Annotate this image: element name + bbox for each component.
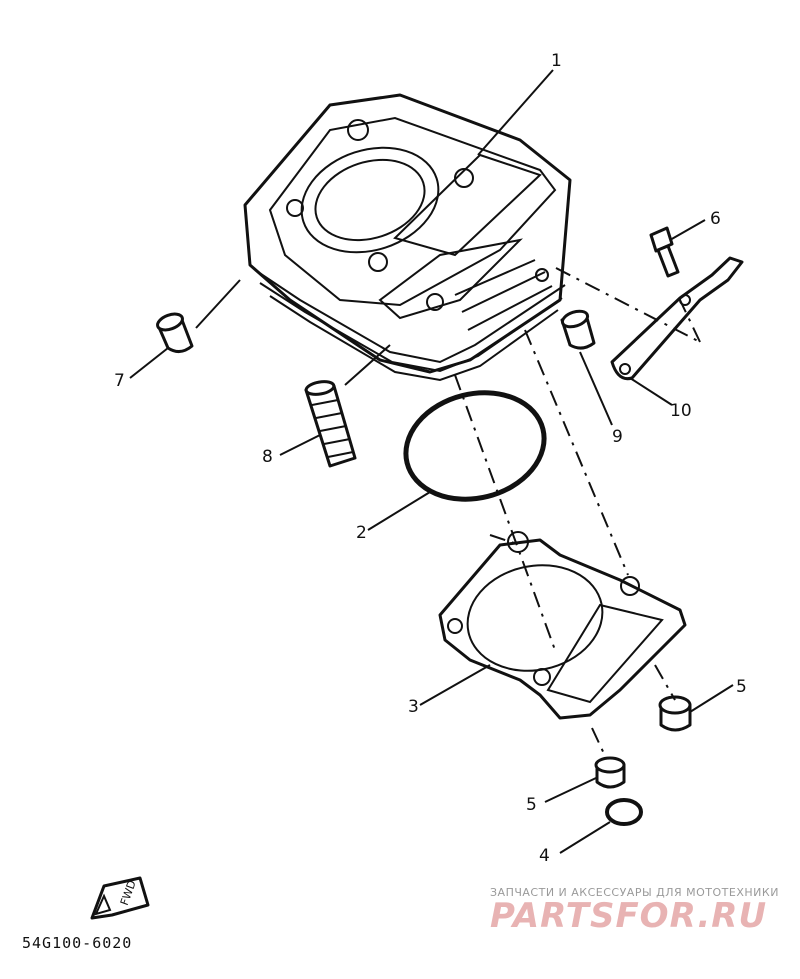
dowel-pin-part-5-lower <box>594 756 626 789</box>
cylinder-gasket-part-3 <box>438 531 687 720</box>
callout-1: 1 <box>551 51 562 71</box>
dowel-pin-part-5-upper <box>658 695 692 732</box>
watermark-logo: PARTSFOR.RU <box>490 896 768 936</box>
stud-part-8 <box>304 380 357 468</box>
callout-10: 10 <box>670 401 692 421</box>
callout-labels: 1 2 3 4 5 5 6 7 8 9 10 <box>114 51 747 866</box>
cylinder-part-1 <box>243 93 572 382</box>
callout-3: 3 <box>408 697 419 717</box>
dowel-part-9 <box>560 309 596 350</box>
bracket-part-10 <box>610 256 744 381</box>
o-ring-part-2 <box>403 390 547 502</box>
callout-9: 9 <box>612 427 623 447</box>
callout-4: 4 <box>539 846 550 866</box>
part-code: 54G100-6020 <box>22 934 133 952</box>
bolt-part-6 <box>649 226 680 278</box>
watermark-tagline: ЗАПЧАСТИ И АКСЕССУАРЫ ДЛЯ МОТОТЕХНИКИ <box>490 886 779 899</box>
callout-6: 6 <box>710 209 721 229</box>
alignment-lines <box>454 267 701 759</box>
fwd-direction-arrow: FWD <box>90 876 150 920</box>
callout-8: 8 <box>262 447 273 467</box>
callout-5-lower: 5 <box>526 795 537 815</box>
ring-part-4 <box>605 798 643 826</box>
leader-lines <box>129 69 734 854</box>
callout-7: 7 <box>114 371 125 391</box>
callout-2: 2 <box>356 523 367 543</box>
callout-5-upper: 5 <box>736 677 747 697</box>
dowel-part-7 <box>156 312 194 353</box>
